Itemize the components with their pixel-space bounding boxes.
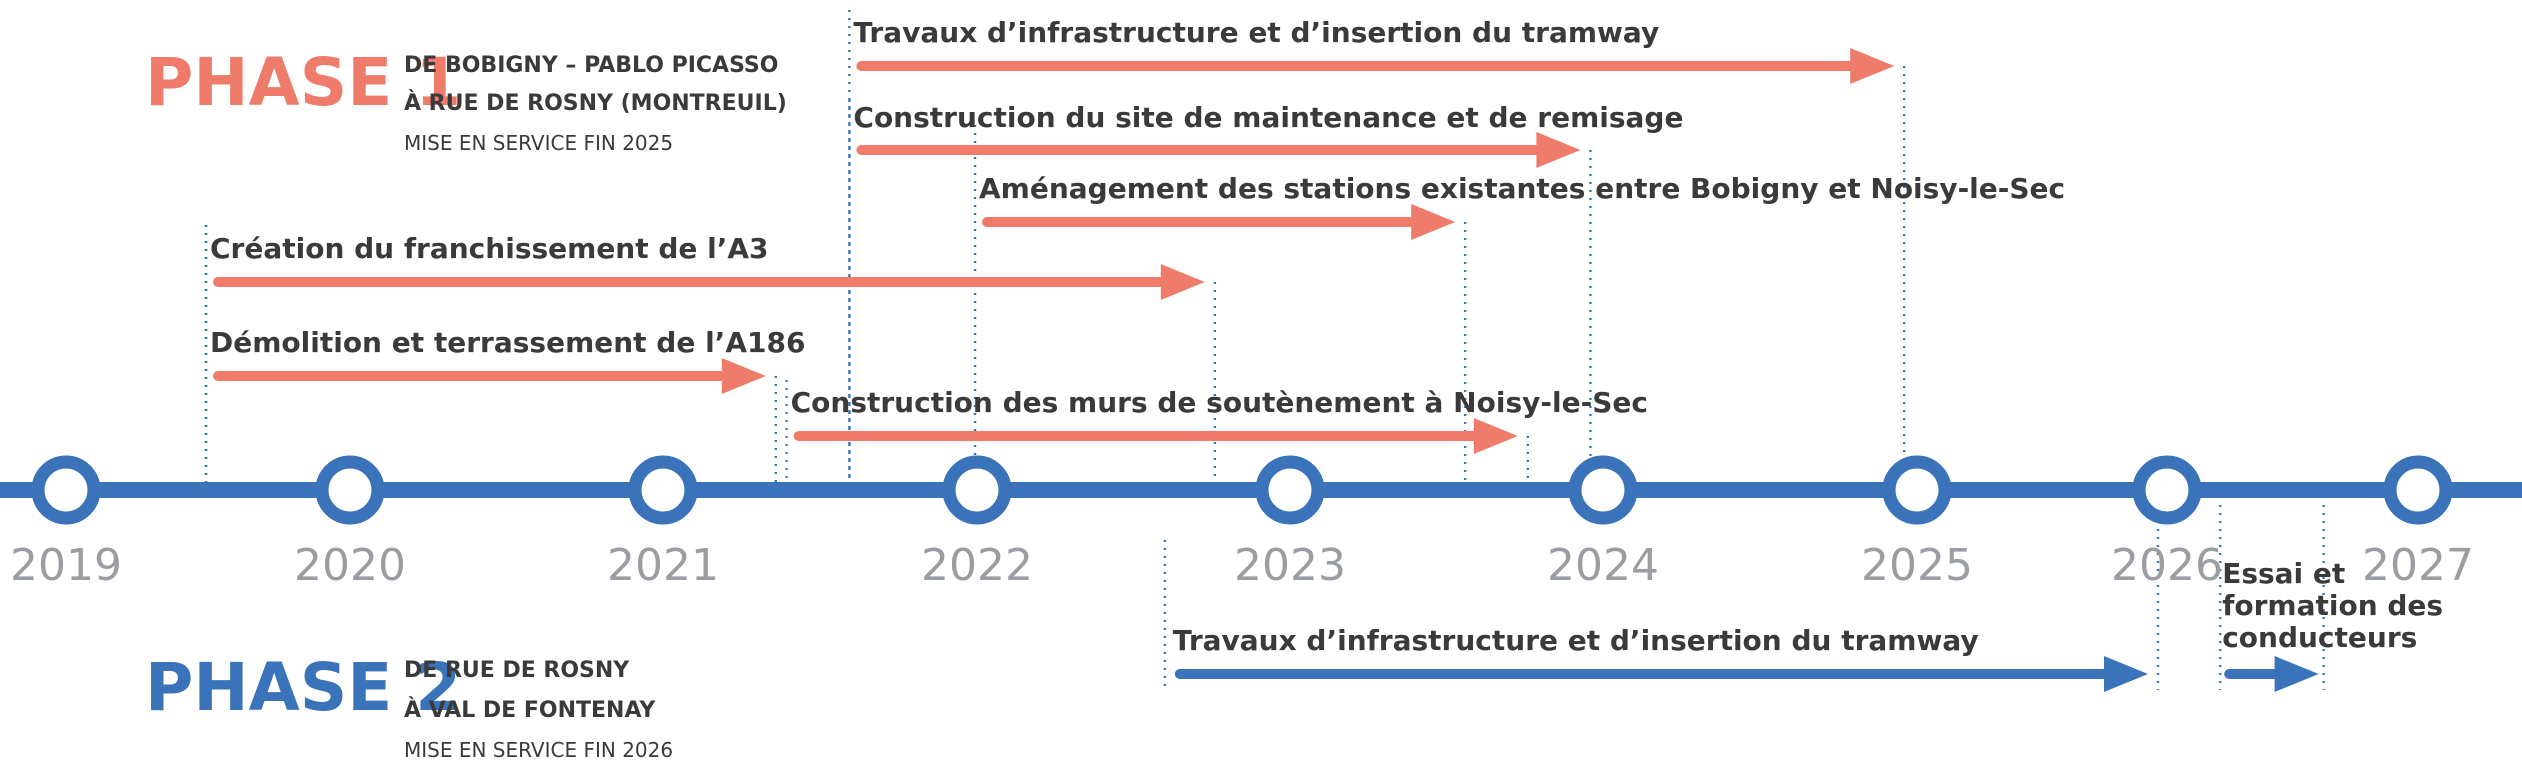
year-label-2022: 2022	[921, 540, 1033, 591]
phase1-subtitle-line2: À RUE DE ROSNY (MONTREUIL)	[404, 90, 787, 116]
phase1-task-6-arrow-head	[1473, 418, 1518, 454]
phase1-task-1-label: Travaux d’infrastructure et d’insertion …	[853, 16, 1659, 49]
year-label-2019: 2019	[10, 540, 122, 591]
phase1-task-5-label: Démolition et terrassement de l’A186	[210, 326, 805, 359]
phase1-task-2-label: Construction du site de maintenance et d…	[853, 101, 1683, 134]
phase2-task-2-label-line-3: conducteurs	[2222, 621, 2417, 654]
phase2-task-2-label-line-2: formation des	[2222, 589, 2443, 622]
year-node-2019	[31, 455, 101, 525]
year-node-2021	[628, 455, 698, 525]
year-label-2027: 2027	[2362, 540, 2474, 591]
task-arrows: Travaux d’infrastructure et d’insertion …	[210, 16, 2443, 692]
phase2-task-1-label: Travaux d’infrastructure et d’insertion …	[1173, 624, 1979, 657]
year-label-2025: 2025	[1861, 540, 1973, 591]
phase2-service-date: MISE EN SERVICE FIN 2026	[404, 738, 673, 762]
phase2-title: PHASE 2	[145, 649, 461, 726]
phase2-task-2-arrow-head	[2274, 656, 2319, 692]
phase1-task-1-arrow-head	[1850, 48, 1895, 84]
phase1-task-2-arrow-head	[1536, 132, 1581, 168]
dotted-guides	[204, 10, 2325, 690]
year-node-2026	[2132, 455, 2202, 525]
year-label-2023: 2023	[1234, 540, 1346, 591]
year-nodes: 2019 2020 2021 2022 2023 2024 2025 2026 2027	[10, 455, 2474, 591]
phase2-task-1-arrow-head	[2104, 656, 2148, 692]
year-label-2021: 2021	[607, 540, 719, 591]
phase2-task-2-label-line-1: Essai et	[2222, 557, 2345, 590]
phase1-task-4-arrow-head	[1160, 264, 1205, 300]
year-label-2024: 2024	[1547, 540, 1659, 591]
year-node-2027	[2383, 455, 2453, 525]
phase1-task-3-label: Aménagement des stations existantes entr…	[979, 172, 2065, 205]
phase1-task-3-arrow-head	[1411, 204, 1456, 240]
phase1-subtitle-line1: DE BOBIGNY – PABLO PICASSO	[404, 53, 778, 78]
year-label-2020: 2020	[294, 540, 406, 591]
year-node-2025	[1882, 455, 1952, 525]
phase1-task-5-arrow-head	[721, 358, 766, 394]
year-label-2026: 2026	[2111, 540, 2223, 591]
year-node-2023	[1255, 455, 1325, 525]
phase2-subtitle-line2: À VAL DE FONTENAY	[404, 697, 656, 723]
phase1-title: PHASE 1	[145, 44, 461, 121]
phase2-subtitle-line1: DE RUE DE ROSNY	[404, 658, 630, 683]
year-node-2022	[942, 455, 1012, 525]
phase1-task-4-label: Création du franchissement de l’A3	[210, 232, 769, 265]
year-node-2020	[315, 455, 385, 525]
phase1-task-6-label: Construction des murs de soutènement à N…	[791, 386, 1648, 419]
year-node-2024	[1568, 455, 1638, 525]
phase1-service-date: MISE EN SERVICE FIN 2025	[404, 131, 673, 155]
